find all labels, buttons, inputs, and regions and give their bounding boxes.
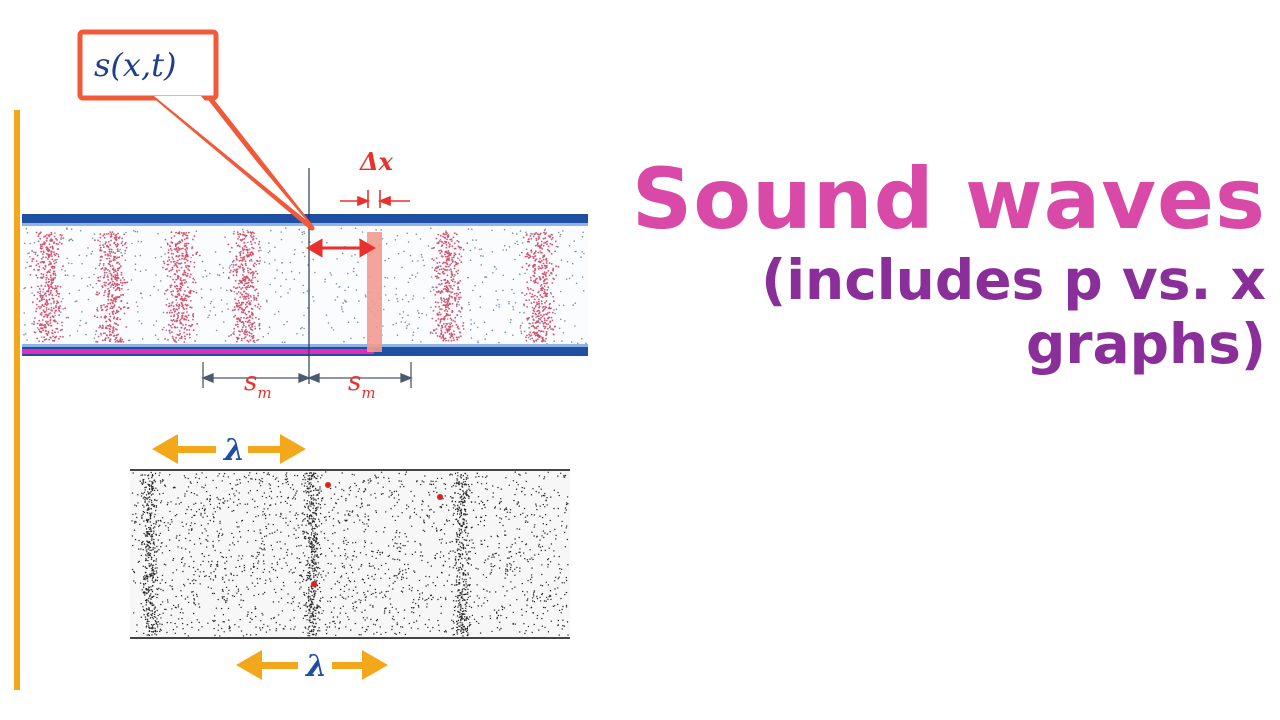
delta-x-indicator xyxy=(340,190,410,208)
title-block: Sound waves (includes p vs. x graphs) xyxy=(606,150,1266,376)
lambda-label-top: λ xyxy=(222,433,245,468)
tube xyxy=(22,214,588,356)
lambda-arrow-top xyxy=(152,434,306,464)
callout xyxy=(77,29,315,231)
sm-label-left: sm xyxy=(244,367,272,402)
air-particles xyxy=(131,471,569,637)
displacement-arrow xyxy=(306,238,376,258)
tracked-particle xyxy=(437,494,443,500)
sound-wave-diagram: Δx s(x,t) sm sm λ xyxy=(14,29,588,690)
page-subtitle: (includes p vs. x graphs) xyxy=(761,248,1266,376)
tracked-particle xyxy=(325,482,331,488)
delta-x-label: Δx xyxy=(359,147,394,176)
density-strip xyxy=(130,469,570,639)
compression-regions xyxy=(28,231,560,343)
tracked-particle xyxy=(311,581,317,587)
lambda-arrow-bottom xyxy=(236,650,388,680)
displacement-bar xyxy=(22,349,374,354)
lambda-label-bottom: λ xyxy=(304,649,327,684)
page-title: Sound waves xyxy=(631,150,1266,248)
callout-label: s(x,t) xyxy=(94,46,176,84)
sm-label-right: sm xyxy=(348,367,376,402)
vertical-axis-line xyxy=(14,110,20,690)
displaced-element xyxy=(367,232,382,352)
sm-dimension-lines xyxy=(201,362,413,388)
